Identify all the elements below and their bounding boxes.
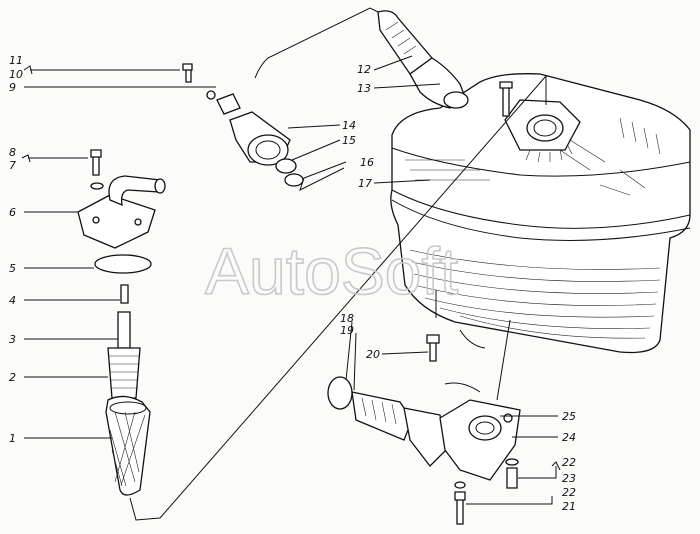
filler-assembly	[182, 10, 469, 187]
label-10: 10	[9, 68, 23, 81]
label-2: 2	[9, 371, 16, 384]
label-25: 25	[562, 410, 576, 423]
label-6: 6	[9, 206, 16, 219]
watermark-text: AutoSoft	[205, 234, 458, 308]
label-19: 19	[340, 324, 354, 337]
label-22b: 22	[562, 486, 576, 499]
outlet-valve-assembly	[327, 334, 521, 525]
label-16: 16	[360, 156, 374, 169]
label-1: 1	[9, 432, 16, 445]
label-12: 12	[357, 63, 371, 76]
label-22: 22	[562, 456, 576, 469]
label-7: 7	[9, 159, 16, 172]
label-20: 20	[366, 348, 380, 361]
label-18: 18	[340, 312, 354, 325]
label-3: 3	[9, 333, 16, 346]
label-4: 4	[9, 294, 16, 307]
label-11: 11	[9, 54, 23, 67]
label-14: 14	[342, 119, 356, 132]
label-23: 23	[562, 472, 576, 485]
label-5: 5	[9, 262, 16, 275]
part-labels: 11 10 9 8 7 6 5 4 3 2 1 12 13 14 15 16 1…	[9, 54, 576, 513]
label-8: 8	[9, 146, 16, 159]
fuel-tank	[390, 73, 691, 354]
label-17: 17	[358, 177, 372, 190]
gauge-sensor-assembly	[77, 149, 166, 496]
label-13: 13	[357, 82, 371, 95]
label-21: 21	[562, 500, 576, 513]
assembly-lines	[21, 7, 561, 521]
label-24: 24	[562, 431, 576, 444]
label-9: 9	[9, 81, 16, 94]
label-15: 15	[342, 134, 356, 147]
